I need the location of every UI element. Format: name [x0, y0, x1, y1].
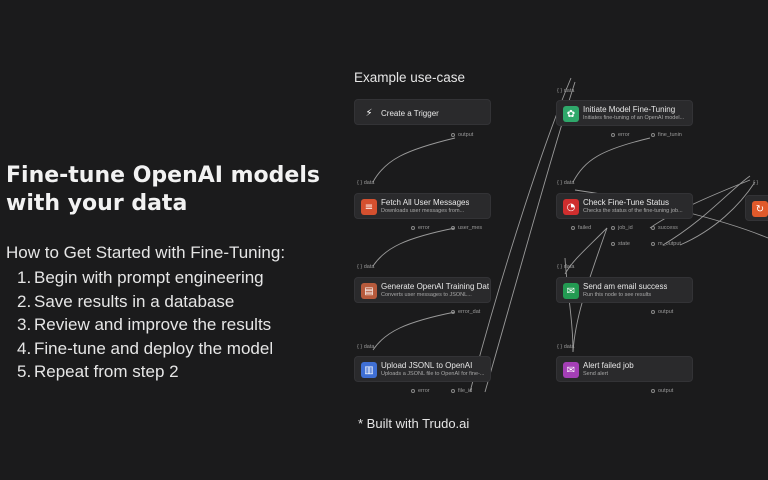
wire — [372, 227, 456, 267]
port-data[interactable]: { } data — [557, 180, 575, 186]
mail-icon: ✉ — [563, 283, 579, 299]
port-m-output[interactable]: m_output — [651, 241, 681, 247]
port-data[interactable]: { } data — [557, 264, 575, 270]
workflow-canvas[interactable]: Example use-case { } data ⚡ Create a Tri… — [345, 60, 768, 440]
node-send-email[interactable]: ✉ Send am email success Run this node to… — [556, 277, 693, 303]
headline: Fine-tune OpenAI models with your data — [6, 163, 320, 216]
node-check-status[interactable]: ◔ Check Fine-Tune Status Checks the stat… — [556, 193, 693, 219]
step-item: 4.Fine-tune and deploy the model — [17, 338, 274, 358]
port-data[interactable]: { } data — [557, 344, 575, 350]
wire — [662, 175, 751, 246]
port-state[interactable]: state — [611, 241, 630, 247]
port-failed[interactable]: failed — [571, 225, 591, 231]
steps-list: 1.Begin with prompt engineering 2.Save r… — [17, 266, 273, 384]
port-error[interactable]: error — [411, 225, 430, 231]
mail-icon: ✉ — [563, 362, 579, 378]
step-item: 1.Begin with prompt engineering — [17, 268, 264, 287]
upload-file-icon: ▥ — [361, 362, 377, 378]
port-fine-tunin[interactable]: fine_tunin — [651, 132, 682, 138]
step-item: 5.Repeat from step 2 — [17, 362, 179, 381]
node-generate-training-data[interactable]: ▤ Generate OpenAI Training Dat Converts … — [354, 277, 491, 303]
wire — [372, 311, 456, 351]
wire — [572, 137, 651, 183]
port-output[interactable]: output — [651, 388, 673, 394]
openai-icon: ✿ — [563, 106, 579, 122]
database-icon: ≡ — [361, 199, 377, 215]
port-data[interactable]: { } data — [557, 88, 575, 94]
port-error[interactable]: error — [411, 388, 430, 394]
step-item: 3.Review and improve the results — [17, 315, 272, 334]
node-upload-jsonl[interactable]: ▥ Upload JSONL to OpenAI Uploads a JSONL… — [354, 356, 491, 382]
wire — [679, 181, 756, 246]
port-error-dat[interactable]: error_dat — [451, 309, 480, 315]
port-user-mes[interactable]: user_mes — [451, 225, 482, 231]
port-job-id[interactable]: job_id — [611, 225, 633, 231]
status-icon: ◔ — [563, 199, 579, 215]
wire — [372, 137, 456, 183]
node-alert-failed[interactable]: ✉ Alert failed job Send alert — [556, 356, 693, 382]
flow-title: Example use-case — [354, 70, 466, 85]
lightning-icon: ⚡ — [365, 107, 373, 119]
node-restart-partial[interactable]: ↻ — [745, 195, 768, 221]
wire — [649, 179, 751, 229]
port-data[interactable]: { } data — [357, 344, 375, 350]
wire — [564, 227, 608, 275]
port-error[interactable]: error — [611, 132, 630, 138]
file-icon: ▤ — [361, 283, 377, 299]
node-create-trigger[interactable]: ⚡ Create a Trigger — [354, 99, 491, 125]
port-file-id[interactable]: file_id — [451, 388, 472, 394]
port-output[interactable]: output — [651, 309, 673, 315]
subhead: How to Get Started with Fine-Tuning: — [6, 243, 286, 262]
node-initiate-fine-tuning[interactable]: ✿ Initiate Model Fine-Tuning Initiates f… — [556, 100, 693, 126]
port-data[interactable]: { } data — [357, 180, 375, 186]
wire — [564, 257, 574, 353]
step-item: 2.Save results in a database — [17, 291, 235, 311]
port-data[interactable]: { } — [753, 180, 759, 186]
node-fetch-messages[interactable]: ≡ Fetch All User Messages Downloads user… — [354, 193, 491, 219]
port-success[interactable]: success — [651, 225, 678, 231]
intro-panel: Fine-tune OpenAI models with your data H… — [0, 0, 345, 480]
wire — [469, 77, 572, 393]
restart-icon: ↻ — [752, 201, 768, 217]
built-with-note: * Built with Trudo.ai — [358, 416, 470, 431]
port-output[interactable]: output — [451, 132, 473, 138]
port-data[interactable]: { } data — [357, 264, 375, 270]
